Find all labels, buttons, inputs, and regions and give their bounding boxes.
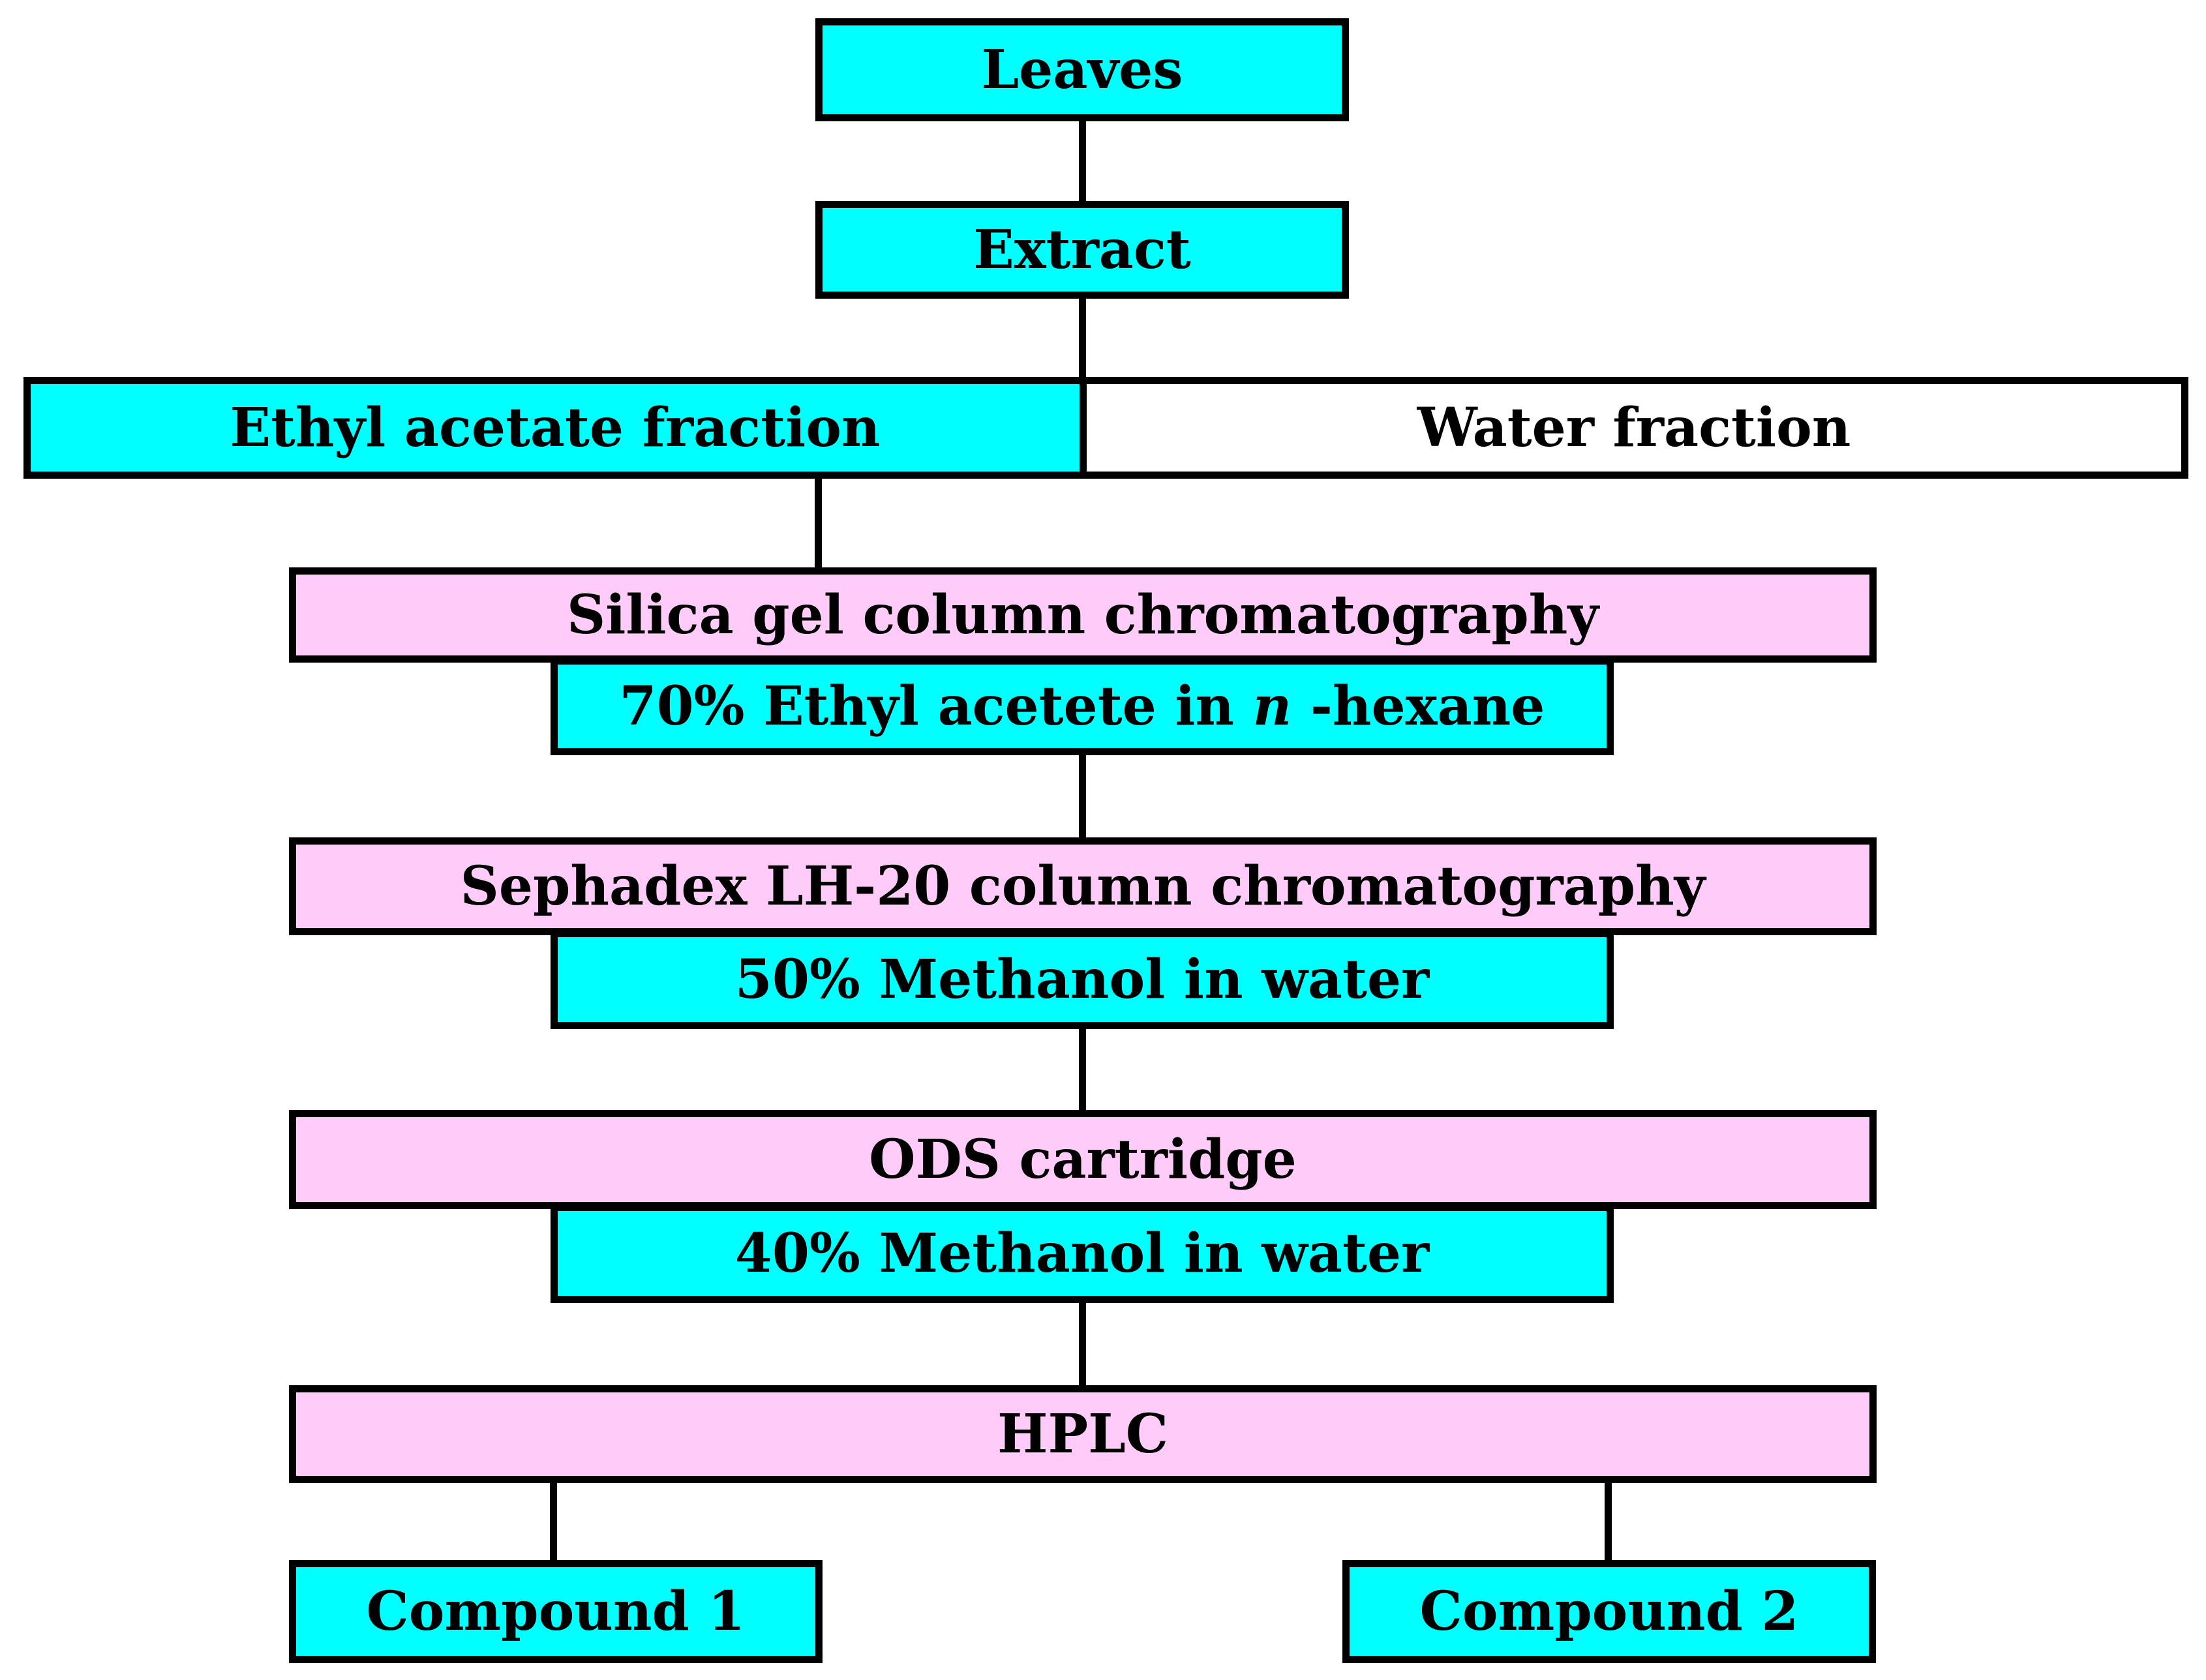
connector-hplc-compound1 xyxy=(550,1478,557,1567)
eluent-silica-label: 70% Ethyl acetete in n -hexane xyxy=(620,675,1545,738)
hplc-label: HPLC xyxy=(997,1403,1169,1465)
silica-gel-label: Silica gel column chromatography xyxy=(567,584,1599,646)
water-fraction-box: Water fraction xyxy=(1080,377,2188,479)
leaves-label: Leaves xyxy=(981,38,1183,101)
connector-sephadex-ods xyxy=(1079,1024,1086,1117)
ethyl-acetate-fraction-box: Ethyl acetate fraction xyxy=(23,377,1087,479)
eluent-silica-box: 70% Ethyl acetete in n -hexane xyxy=(551,657,1614,755)
eluent-silica-italic: n xyxy=(1252,675,1292,738)
connector-leaves-extract xyxy=(1079,117,1086,207)
eluent-sephadex-label: 50% Methanol in water xyxy=(734,948,1430,1011)
ods-cartridge-box: ODS cartridge xyxy=(289,1110,1877,1209)
sephadex-label: Sephadex LH-20 column chromatography xyxy=(460,855,1706,918)
sephadex-box: Sephadex LH-20 column chromatography xyxy=(289,837,1877,935)
ods-cartridge-label: ODS cartridge xyxy=(869,1128,1297,1191)
connector-ethyl-silica xyxy=(815,476,822,573)
compound-1-box: Compound 1 xyxy=(289,1560,823,1663)
extract-box: Extract xyxy=(815,201,1349,299)
silica-gel-box: Silica gel column chromatography xyxy=(289,567,1877,663)
eluent-sephadex-box: 50% Methanol in water xyxy=(551,930,1614,1029)
connector-ods-hplc xyxy=(1079,1298,1086,1390)
connector-hplc-compound2 xyxy=(1605,1478,1612,1567)
compound-2-box: Compound 2 xyxy=(1342,1560,1876,1663)
eluent-ods-label: 40% Methanol in water xyxy=(734,1222,1430,1285)
water-fraction-label: Water fraction xyxy=(1417,397,1851,459)
eluent-silica-prefix: 70% Ethyl acetete in xyxy=(619,675,1253,738)
ethyl-acetate-fraction-label: Ethyl acetate fraction xyxy=(230,397,881,459)
leaves-box: Leaves xyxy=(815,18,1349,121)
hplc-box: HPLC xyxy=(289,1385,1877,1483)
extract-label: Extract xyxy=(973,218,1191,281)
eluent-silica-suffix: -hexane xyxy=(1292,675,1545,738)
compound-2-label: Compound 2 xyxy=(1419,1580,1799,1643)
compound-1-label: Compound 1 xyxy=(366,1580,746,1643)
connector-silica-sephadex xyxy=(1079,750,1086,843)
eluent-ods-box: 40% Methanol in water xyxy=(551,1204,1614,1303)
